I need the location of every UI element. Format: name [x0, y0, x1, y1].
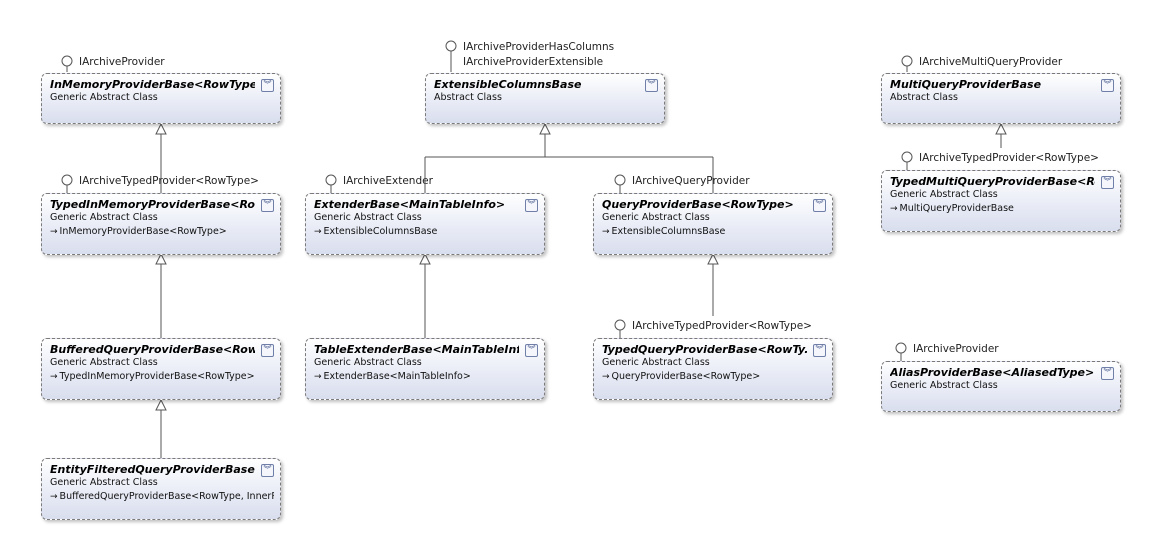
class-name: InMemoryProviderBase<RowType> [50, 78, 255, 91]
interface-label: IArchiveProvider [79, 56, 165, 68]
double-chevron-down-icon[interactable]: ︾ [261, 199, 274, 212]
class-kind: Abstract Class [434, 92, 502, 103]
class-kind: Abstract Class [890, 92, 958, 103]
interface-label: IArchiveProvider [913, 343, 999, 355]
class-box-queryproviderbase[interactable]: QueryProviderBase<RowType> Generic Abstr… [593, 193, 833, 255]
class-box-typedqueryproviderbase[interactable]: TypedQueryProviderBase<RowTy... Generic … [593, 338, 833, 400]
interface-label: IArchiveProviderExtensible [463, 56, 603, 68]
class-kind: Generic Abstract Class [890, 380, 998, 391]
class-box-aliasproviderbase[interactable]: AliasProviderBase<AliasedType> Generic A… [881, 361, 1121, 412]
class-box-multiqueryproviderbase[interactable]: MultiQueryProviderBase Abstract Class ︾ [881, 73, 1121, 124]
class-kind: Generic Abstract Class [314, 357, 422, 368]
base-class: MultiQueryProviderBase [899, 203, 1014, 214]
class-name: TableExtenderBase<MainTableInf... [314, 343, 519, 356]
class-name: QueryProviderBase<RowType> [602, 198, 794, 211]
class-box-entityfilteredqueryproviderbase[interactable]: EntityFilteredQueryProviderBase<... Gene… [41, 458, 281, 520]
base-class: InMemoryProviderBase<RowType> [59, 226, 227, 237]
double-chevron-down-icon[interactable]: ︾ [261, 344, 274, 357]
double-chevron-down-icon[interactable]: ︾ [813, 344, 826, 357]
interface-lollipop-typedmulti: IArchiveTypedProvider<RowType> [901, 151, 1099, 170]
inherit-arrow-icon: → [50, 492, 58, 502]
inheritance-lines [160, 134, 1002, 458]
double-chevron-down-icon[interactable]: ︾ [813, 199, 826, 212]
inherit-arrow-icon: → [890, 204, 898, 214]
class-name: ExtenderBase<MainTableInfo> [314, 198, 506, 211]
inherit-arrow-icon: → [314, 372, 322, 382]
base-class: QueryProviderBase<RowType> [611, 371, 761, 382]
interface-lollipop-typedquery: IArchiveTypedProvider<RowType> [614, 319, 812, 338]
base-class: BufferedQueryProviderBase<RowType, Inner… [59, 491, 274, 502]
class-kind: Generic Abstract Class [602, 357, 710, 368]
class-name: EntityFilteredQueryProviderBase<... [50, 463, 255, 476]
class-kind: Generic Abstract Class [890, 189, 998, 200]
interface-lollipop-extender: IArchiveExtender [325, 174, 434, 193]
class-name: TypedMultiQueryProviderBase<Ro... [890, 175, 1095, 188]
class-kind: Generic Abstract Class [50, 477, 158, 488]
interface-lollipop-alias: IArchiveProvider [895, 342, 999, 361]
interface-lollipop-queryprovider: IArchiveQueryProvider [614, 174, 750, 193]
class-kind: Generic Abstract Class [50, 92, 158, 103]
double-chevron-down-icon[interactable]: ︾ [525, 344, 538, 357]
class-name: TypedQueryProviderBase<RowTy... [602, 343, 807, 356]
inheritance-arrowheads [155, 122, 1007, 411]
interface-label: IArchiveExtender [343, 175, 434, 187]
class-box-tableextenderbase[interactable]: TableExtenderBase<MainTableInf... Generi… [305, 338, 545, 400]
class-kind: Generic Abstract Class [314, 212, 422, 223]
base-class: ExtensibleColumnsBase [323, 226, 438, 237]
class-box-extensiblecolumnsbase[interactable]: ExtensibleColumnsBase Abstract Class ︾ [425, 73, 665, 124]
interface-lollipop-inmemory: IArchiveProvider [61, 55, 165, 72]
double-chevron-down-icon[interactable]: ︾ [1101, 367, 1114, 380]
interface-lollipop-typedinmemory: IArchiveTypedProvider<RowType> [61, 174, 259, 193]
base-class: TypedInMemoryProviderBase<RowType> [59, 371, 255, 382]
interface-label: IArchiveQueryProvider [632, 175, 750, 187]
base-class: ExtenderBase<MainTableInfo> [323, 371, 471, 382]
inherit-arrow-icon: → [50, 227, 58, 237]
class-name: AliasProviderBase<AliasedType> [890, 366, 1095, 379]
class-name: ExtensibleColumnsBase [434, 78, 582, 91]
inherit-arrow-icon: → [50, 372, 58, 382]
base-class: ExtensibleColumnsBase [611, 226, 726, 237]
class-name: MultiQueryProviderBase [890, 78, 1042, 91]
class-kind: Generic Abstract Class [602, 212, 710, 223]
interface-label: IArchiveTypedProvider<RowType> [632, 320, 812, 332]
interface-lollipop-extensible: IArchiveProviderHasColumns IArchiveProvi… [445, 40, 614, 72]
double-chevron-down-icon[interactable]: ︾ [1101, 79, 1114, 92]
double-chevron-down-icon[interactable]: ︾ [261, 464, 274, 477]
interface-label: IArchiveTypedProvider<RowType> [79, 175, 259, 187]
double-chevron-down-icon[interactable]: ︾ [1101, 176, 1114, 189]
class-box-extenderbase[interactable]: ExtenderBase<MainTableInfo> Generic Abst… [305, 193, 545, 255]
inherit-arrow-icon: → [314, 227, 322, 237]
class-name: BufferedQueryProviderBase<Row... [50, 343, 255, 356]
class-box-typedmultiqueryproviderbase[interactable]: TypedMultiQueryProviderBase<Ro... Generi… [881, 170, 1121, 232]
class-box-bufferedqueryproviderbase[interactable]: BufferedQueryProviderBase<Row... Generic… [41, 338, 281, 400]
inherit-arrow-icon: → [602, 227, 610, 237]
interface-label: IArchiveMultiQueryProvider [919, 56, 1063, 68]
double-chevron-down-icon[interactable]: ︾ [261, 79, 274, 92]
inherit-arrow-icon: → [602, 372, 610, 382]
class-kind: Generic Abstract Class [50, 357, 158, 368]
class-box-inmemoryproviderbase[interactable]: InMemoryProviderBase<RowType> Generic Ab… [41, 73, 281, 124]
double-chevron-down-icon[interactable]: ︾ [645, 79, 658, 92]
interface-label: IArchiveTypedProvider<RowType> [919, 152, 1099, 164]
interface-lollipop-multiquery: IArchiveMultiQueryProvider [901, 55, 1063, 72]
class-kind: Generic Abstract Class [50, 212, 158, 223]
double-chevron-down-icon[interactable]: ︾ [525, 199, 538, 212]
class-box-typedinmemoryproviderbase[interactable]: TypedInMemoryProviderBase<Ro... Generic … [41, 193, 281, 255]
class-name: TypedInMemoryProviderBase<Ro... [50, 198, 255, 211]
interface-label: IArchiveProviderHasColumns [463, 41, 614, 53]
